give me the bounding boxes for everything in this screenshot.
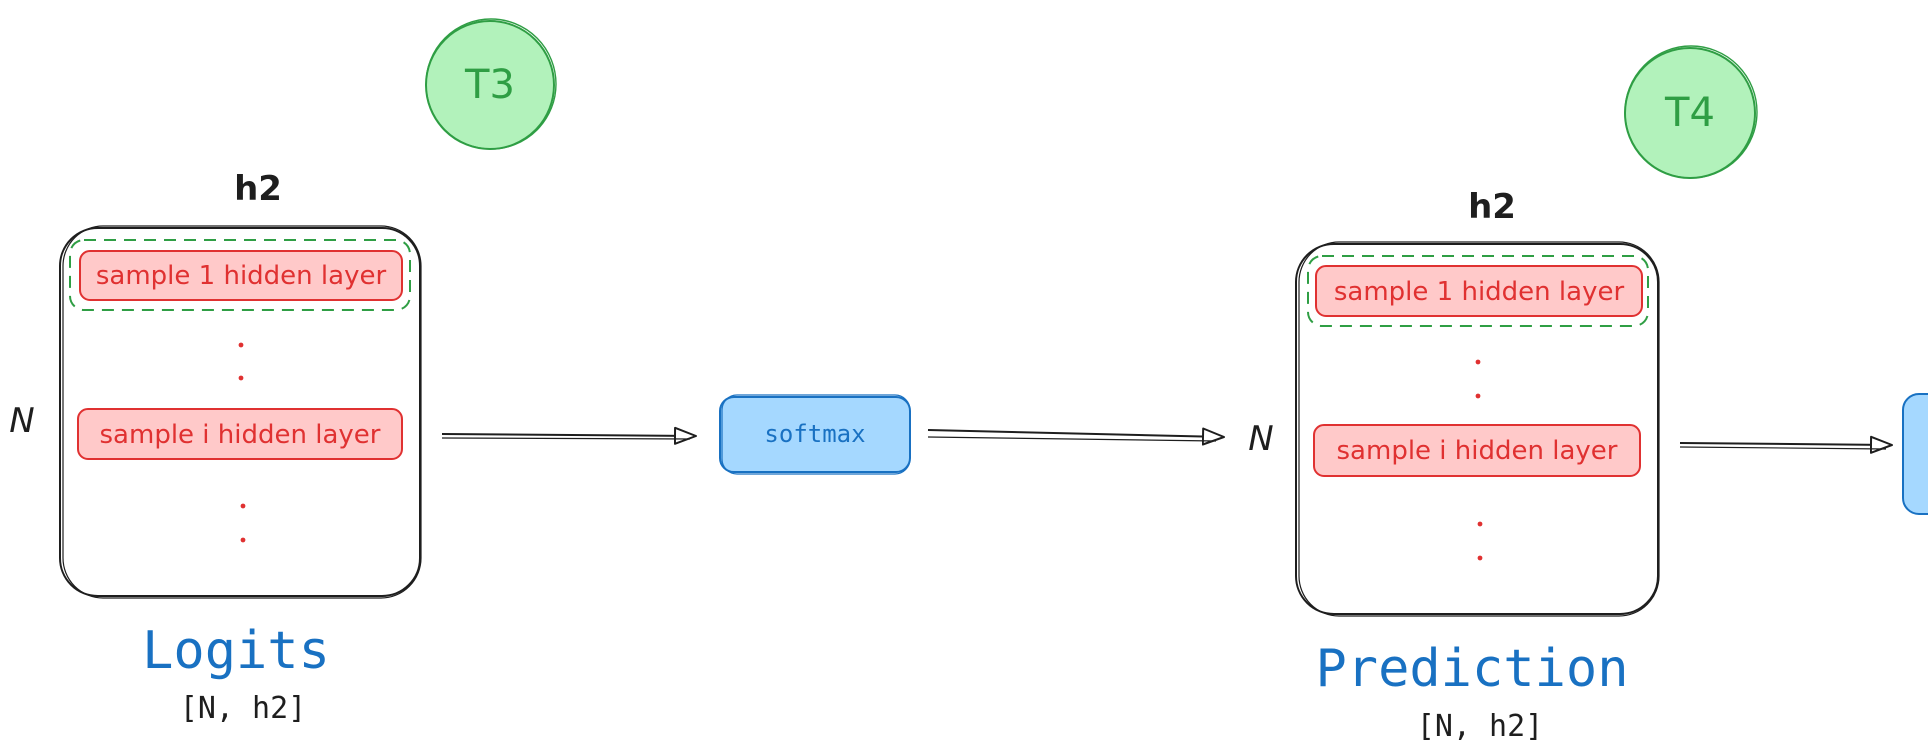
logits-row-1-label: sample 1 hidden layer: [96, 261, 387, 291]
prediction-ellipsis-bottom: [1477, 521, 1483, 561]
t3-badge-label: T3: [464, 62, 515, 108]
softmax-label: softmax: [764, 420, 865, 448]
prediction-row-i: sample i hidden layer: [1313, 424, 1641, 477]
prediction-matrix-box: [1295, 241, 1660, 617]
prediction-col-label: h2: [1468, 187, 1516, 227]
logits-block: T3 h2 N sample 1 hidden layer sample i h…: [9, 18, 557, 726]
t4-badge: T4: [1624, 45, 1758, 179]
prediction-ellipsis-top: [1475, 359, 1481, 399]
arrow-prediction-to-next: [1679, 435, 1893, 454]
arrow-logits-to-softmax: [441, 426, 697, 445]
prediction-row-i-label: sample i hidden layer: [1337, 436, 1618, 466]
t3-badge: T3: [425, 18, 557, 150]
prediction-row-label: N: [1248, 419, 1273, 459]
logits-ellipsis-bottom: [240, 503, 246, 543]
prediction-block: T4 h2 N sample 1 hidden layer sample i h…: [1248, 45, 1758, 744]
prediction-row-1: sample 1 hidden layer: [1315, 265, 1643, 317]
logits-row-i-label: sample i hidden layer: [100, 420, 381, 450]
logits-ellipsis-top: [238, 342, 244, 381]
logits-row-1: sample 1 hidden layer: [79, 250, 403, 301]
logits-title: Logits: [142, 621, 330, 681]
logits-row-label: N: [9, 401, 34, 441]
logits-row-i: sample i hidden layer: [77, 408, 403, 460]
arrow-softmax-to-prediction: [927, 427, 1225, 446]
logits-col-label: h2: [234, 169, 282, 209]
logits-matrix-box: [59, 225, 422, 599]
logits-shape: [N, h2]: [180, 691, 306, 726]
next-operation-box: [1902, 393, 1928, 515]
prediction-row-1-label: sample 1 hidden layer: [1334, 277, 1625, 307]
t4-badge-label: T4: [1664, 90, 1715, 136]
prediction-shape: [N, h2]: [1417, 709, 1543, 744]
prediction-title: Prediction: [1315, 639, 1628, 699]
softmax-box: softmax: [719, 394, 911, 475]
